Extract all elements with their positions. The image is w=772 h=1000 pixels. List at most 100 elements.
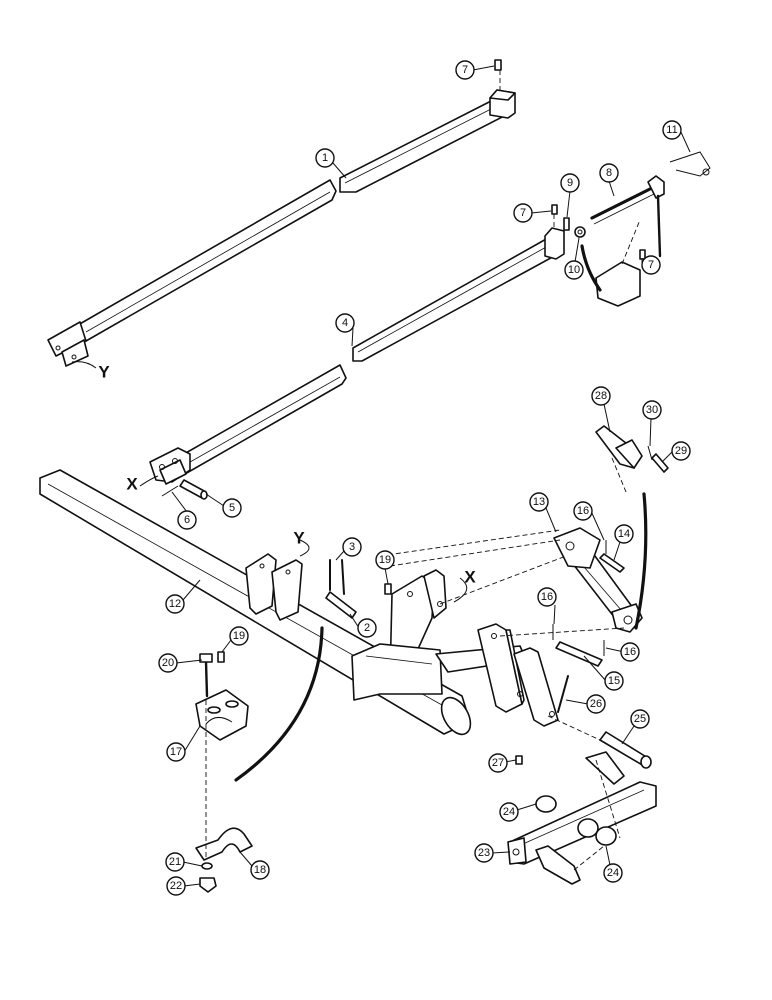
callout-24: 24 [603, 863, 623, 883]
reference-letter-y: Y [98, 363, 110, 382]
callout-22: 22 [166, 876, 186, 896]
callout-circle [641, 255, 661, 275]
center-frame [351, 569, 527, 701]
callout-label: 4 [342, 317, 348, 329]
callout-circle [513, 203, 533, 223]
callout-circle [488, 753, 508, 773]
callout-20: 20 [158, 653, 178, 673]
callout-24: 24 [499, 802, 519, 822]
callout-9: 9 [560, 173, 580, 193]
callout-circle [166, 876, 186, 896]
callout-label: 7 [648, 259, 654, 271]
callout-label: 3 [349, 541, 355, 553]
callout-circle [604, 671, 624, 691]
callout-circle [229, 626, 249, 646]
callout-circle [165, 852, 185, 872]
callout-circle [564, 260, 584, 280]
callout-5: 5 [222, 498, 242, 518]
callout-label: 5 [229, 502, 235, 514]
callout-circle [642, 400, 662, 420]
callout-13: 13 [529, 492, 549, 512]
callout-18: 18 [250, 860, 270, 880]
part-17-clamp [195, 689, 249, 741]
callout-2: 2 [357, 618, 377, 638]
callout-circle [620, 642, 640, 662]
reference-letter-y: Y [293, 529, 305, 548]
callout-label: 16 [624, 646, 636, 658]
callout-circle [177, 510, 197, 530]
callout-circle [499, 802, 519, 822]
callout-circle [671, 441, 691, 461]
callout-label: 18 [254, 864, 266, 876]
callout-label: 12 [169, 598, 181, 610]
assembly-arrows [234, 244, 648, 782]
part-23-spindle-arm [507, 731, 657, 885]
callout-21: 21 [165, 852, 185, 872]
callout-label: 22 [170, 880, 182, 892]
reference-letter-x: X [126, 475, 138, 494]
callout-circle [165, 594, 185, 614]
callout-circle [250, 860, 270, 880]
callout-label: 20 [162, 657, 174, 669]
leader-lines [171, 65, 691, 887]
callout-label: 21 [169, 856, 181, 868]
callout-7: 7 [513, 203, 533, 223]
callout-circle [455, 60, 475, 80]
callout-label: 19 [379, 554, 391, 566]
part-4-lower-tube [149, 227, 565, 485]
dashed-assembly-lines [71, 70, 643, 871]
callout-label: 8 [606, 167, 612, 179]
part-1-upper-tube [47, 89, 516, 367]
callout-30: 30 [642, 400, 662, 420]
callout-label: 30 [646, 404, 658, 416]
part-13-hydraulic-cylinder [553, 527, 643, 633]
callout-16: 16 [537, 587, 557, 607]
callout-label: 26 [590, 698, 602, 710]
latch-assembly [574, 151, 711, 307]
callout-29: 29 [671, 441, 691, 461]
callout-19: 19 [375, 550, 395, 570]
callout-label: 6 [184, 514, 190, 526]
callout-28: 28 [591, 386, 611, 406]
callout-19: 19 [229, 626, 249, 646]
callout-label: 19 [233, 630, 245, 642]
callout-label: 11 [666, 124, 677, 136]
callout-10: 10 [564, 260, 584, 280]
callout-label: 10 [568, 264, 580, 276]
reference-letter-layer: Y X Y X [98, 363, 476, 587]
callout-label: 29 [675, 445, 687, 457]
callout-circle [529, 492, 549, 512]
callout-16: 16 [620, 642, 640, 662]
callout-23: 23 [474, 843, 494, 863]
callout-circle [560, 173, 580, 193]
callout-label: 23 [478, 847, 490, 859]
callout-11: 11 [662, 120, 682, 140]
callout-circle [335, 313, 355, 333]
reference-letter-x: X [464, 568, 476, 587]
callout-layer: 1234567778910111213141516161617181919202… [158, 60, 691, 896]
callout-label: 16 [541, 591, 553, 603]
callout-circle [222, 498, 242, 518]
callout-1: 1 [315, 148, 335, 168]
callout-circle [614, 524, 634, 544]
callout-label: 13 [533, 496, 545, 508]
callout-circle [375, 550, 395, 570]
callout-label: 16 [577, 505, 589, 517]
callout-circle [166, 742, 186, 762]
callout-7: 7 [641, 255, 661, 275]
callout-circle [158, 653, 178, 673]
callout-label: 2 [364, 622, 370, 634]
callout-6: 6 [177, 510, 197, 530]
callout-circle [591, 386, 611, 406]
right-mount-plates [477, 623, 559, 727]
mount-bracket-left [245, 553, 303, 621]
callout-circle [342, 537, 362, 557]
small-hardware [161, 59, 669, 765]
callout-4: 4 [335, 313, 355, 333]
callout-3: 3 [342, 537, 362, 557]
callout-label: 24 [503, 806, 515, 818]
callout-label: 24 [607, 867, 619, 879]
callout-label: 14 [618, 528, 630, 540]
callout-label: 28 [595, 390, 607, 402]
